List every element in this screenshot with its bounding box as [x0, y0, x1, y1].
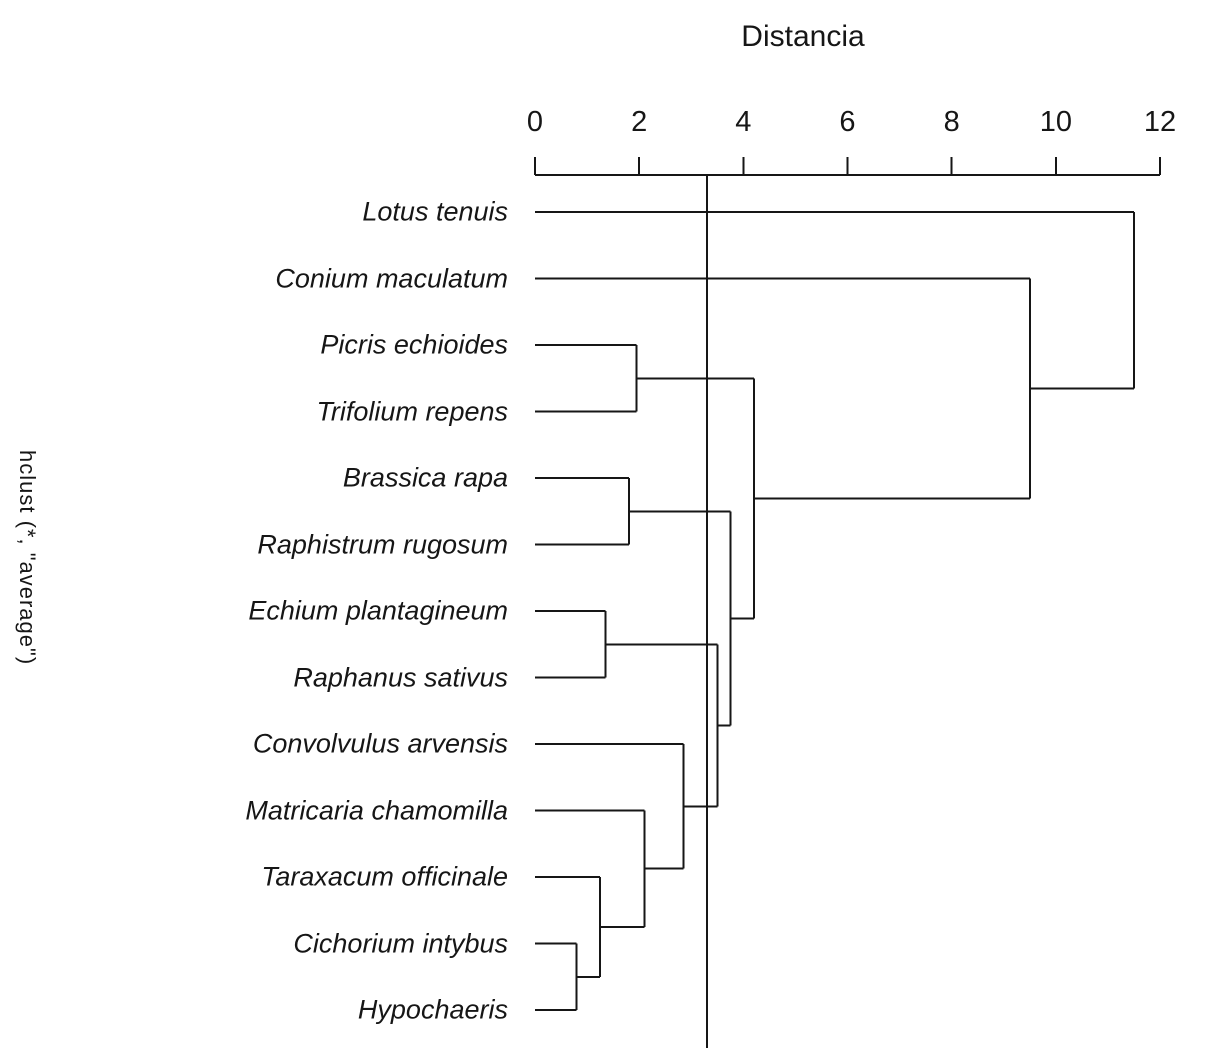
- leaf-label: Matricaria chamomilla: [245, 795, 508, 825]
- y-axis-label: hclust (*, "average"): [15, 450, 40, 666]
- leaf-label: Raphanus sativus: [293, 662, 508, 692]
- tick-label: 6: [839, 106, 855, 138]
- tick-label: 10: [1040, 106, 1072, 138]
- leaf-label: Conium maculatum: [275, 263, 508, 293]
- leaf-label: Picris echioides: [320, 329, 508, 360]
- tick-label: 8: [944, 106, 960, 138]
- tick-label: 12: [1144, 106, 1176, 138]
- leaf-label: Brassica rapa: [342, 462, 508, 493]
- tick-label: 4: [735, 106, 751, 138]
- leaf-label: Taraxacum officinale: [261, 861, 508, 892]
- leaf-label: Hypochaeris: [357, 994, 508, 1025]
- leaf-label: Lotus tenuis: [362, 196, 508, 227]
- axis-title: Distancia: [741, 20, 865, 53]
- leaf-label: Cichorium intybus: [293, 928, 508, 958]
- leaf-label: Echium plantagineum: [248, 595, 508, 626]
- leaf-label: Trifolium repens: [316, 396, 508, 426]
- leaf-label: Raphistrum rugosum: [257, 529, 508, 559]
- leaf-label: Convolvulus arvensis: [252, 728, 508, 759]
- tick-label: 0: [527, 106, 543, 138]
- tick-label: 2: [631, 106, 647, 138]
